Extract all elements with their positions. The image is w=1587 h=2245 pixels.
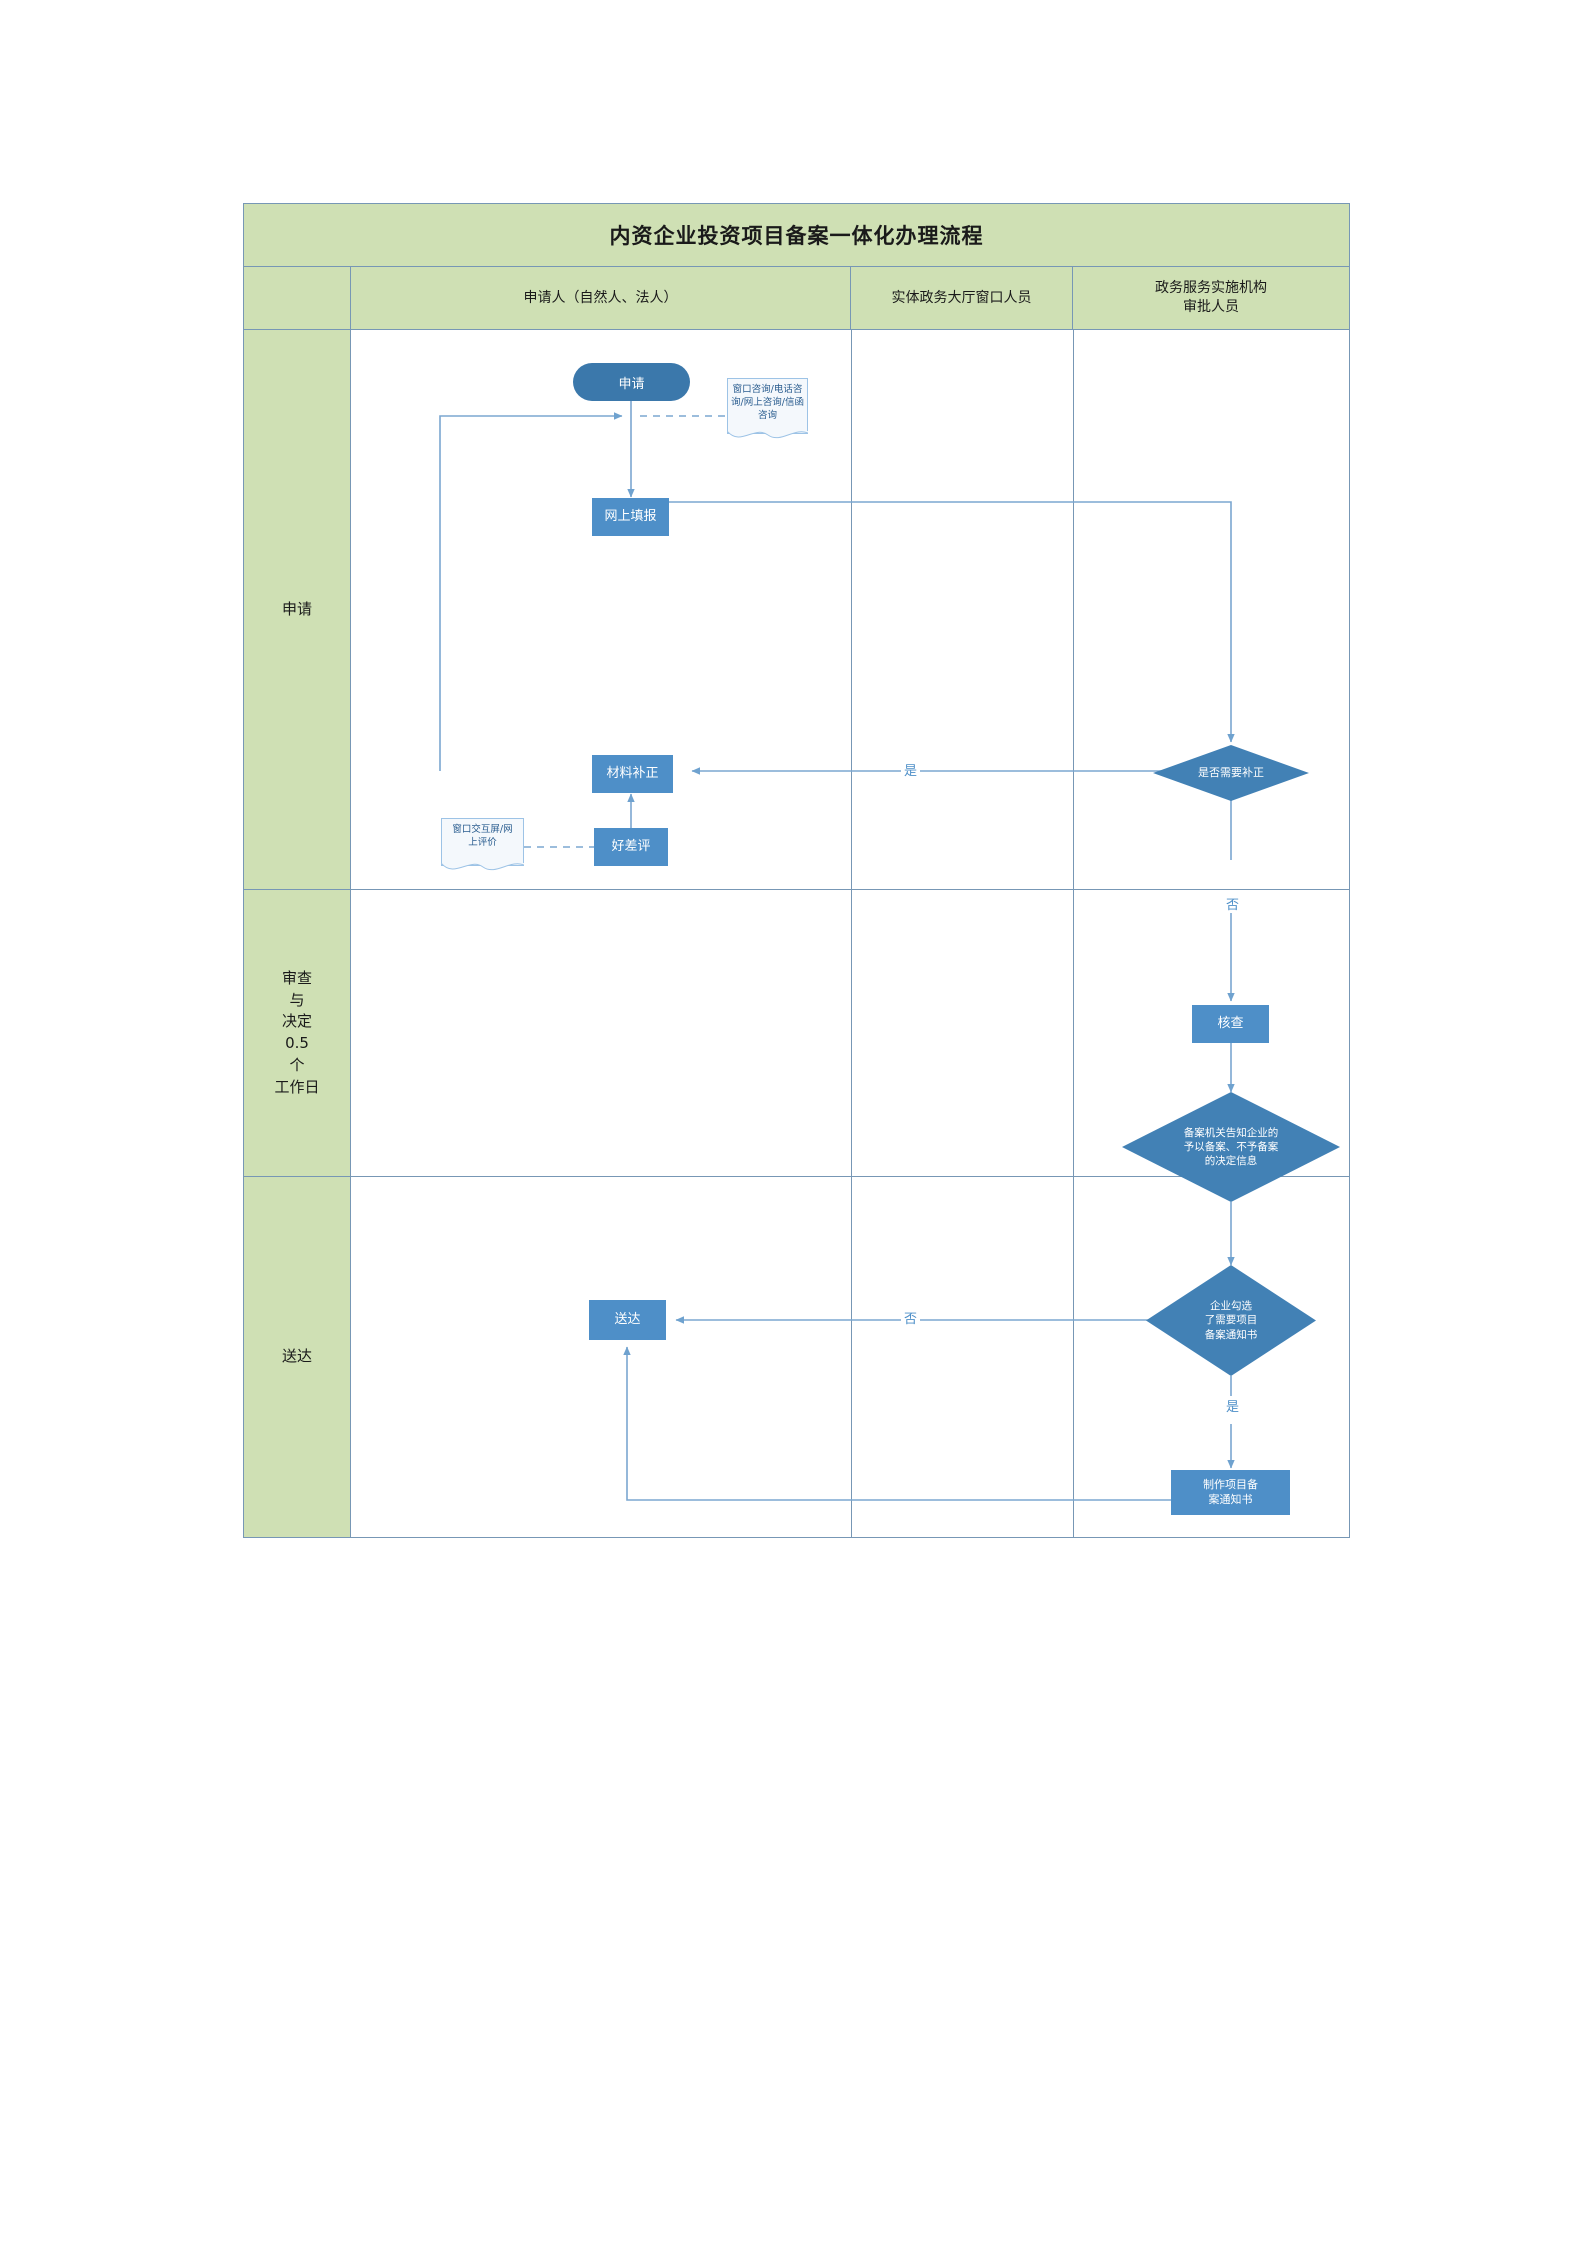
edge-label-need-certificate-no: 否 [901,1308,921,1327]
stage-cell-application: 申请 [244,330,351,890]
column-header-applicant: 申请人（自然人、法人） [351,267,851,329]
node-deliver[interactable]: 送达 [589,1300,666,1340]
node-apply[interactable]: 申请 [573,363,690,401]
column-separator-1 [851,330,852,1537]
node-apply-label: 申请 [618,376,645,392]
column-header-approver: 政务服务实施机构 审批人员 [1155,280,1267,315]
node-deliver-label: 送达 [614,1311,641,1327]
node-rating-label: 好差评 [611,838,651,854]
edge-label-need-certificate-yes: 是 [1223,1396,1243,1415]
lane-header-row: 申请人（自然人、法人） 实体政务大厅窗口人员 政务服务实施机构 审批人员 [244,267,1349,330]
flowchart-frame: 内资企业投资项目备案一体化办理流程 申请人（自然人、法人） 实体政务大厅窗口人员… [243,203,1350,1538]
node-need-certificate[interactable]: 企业勾选 了需要项目 备案通知书 [1146,1265,1316,1376]
stage-cell-review: 审查 与 决定 0.5 个 工作日 [244,890,351,1177]
note-rating-channels: 窗口交互屏/网 上评价 [441,818,524,871]
node-need-correction[interactable]: 是否需要补正 [1153,745,1309,801]
note-consult-channels: 窗口咨询/电话咨 询/网上咨询/信函 咨询 [727,378,808,439]
swimlane-row-review [351,890,1349,1177]
edge-label-need-correction-no: 否 [1223,894,1243,913]
node-make-certificate[interactable]: 制作项目备 案通知书 [1171,1470,1290,1515]
node-material-correction[interactable]: 材料补正 [592,755,673,793]
node-material-correction-label: 材料补正 [606,765,659,781]
node-rating[interactable]: 好差评 [594,828,668,866]
stage-cell-delivery: 送达 [244,1177,351,1537]
column-separator-2 [1073,330,1074,1537]
node-decision-notice[interactable]: 备案机关告知企业的 予以备案、不予备案 的决定信息 [1122,1092,1340,1202]
swimlane-row-application [351,330,1349,890]
note-rating-channels-label: 窗口交互屏/网 上评价 [452,824,513,848]
node-online-form[interactable]: 网上填报 [592,498,669,536]
page-title: 内资企业投资项目备案一体化办理流程 [244,204,1349,267]
node-verify-label: 核查 [1217,1015,1244,1031]
node-verify[interactable]: 核查 [1192,1005,1269,1043]
column-header-stage [244,267,351,329]
column-header-window: 实体政务大厅窗口人员 [851,267,1073,329]
edge-label-need-correction-yes: 是 [901,760,921,779]
node-online-form-label: 网上填报 [604,508,657,524]
note-consult-channels-label: 窗口咨询/电话咨 询/网上咨询/信函 咨询 [731,384,804,421]
node-make-certificate-label: 制作项目备 案通知书 [1203,1478,1258,1506]
